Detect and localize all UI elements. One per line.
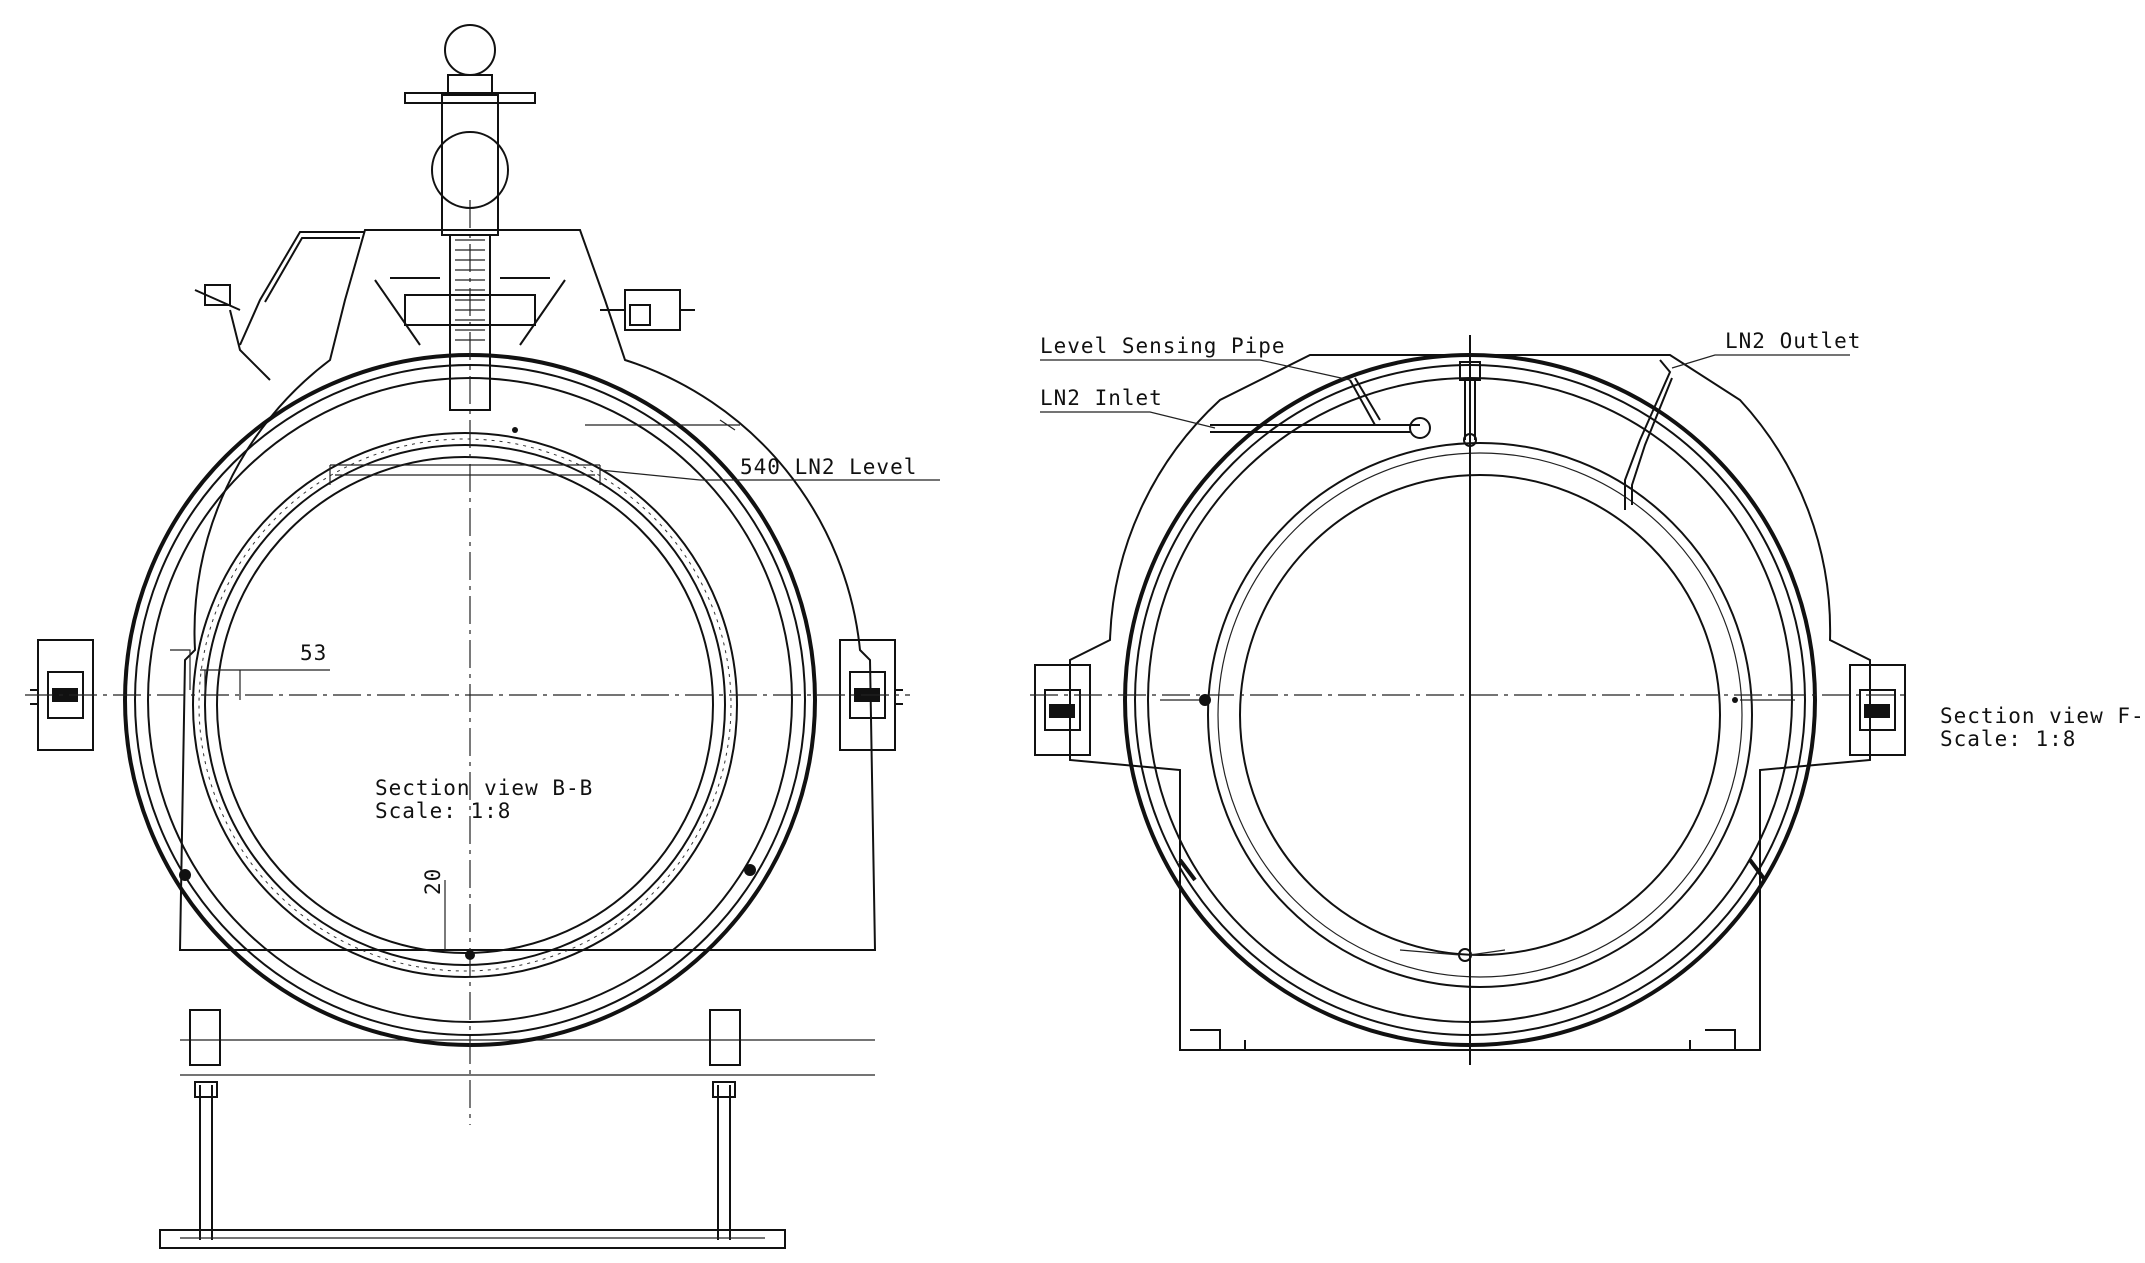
right-view-left-lug [1034,664,1091,756]
f-left-fitting [1199,694,1211,706]
right-view-scale: Scale: 1:8 [1940,727,2076,751]
left-fittings [170,419,756,960]
inlet-label: LN2 Inlet [1040,386,1163,410]
f-bolt-right [1748,858,1767,882]
dimension-20: 20 [421,868,446,950]
f-right-fitting [1732,697,1738,703]
inlet-fitting [1409,417,1431,439]
right-view-right-lug [1849,664,1906,756]
inlet-leader [1040,411,1216,429]
right-housing-outline [1069,354,1871,1051]
housing-outline [178,229,877,951]
left-view-scale: Scale: 1:8 [375,799,511,823]
ln2-outlet-pipe [1624,359,1673,510]
inner-vessel-1 [192,432,738,978]
f-bolt-left [1178,858,1197,882]
right-foot [709,1009,741,1066]
right-gauge [600,289,695,331]
dimension-53: 53 [200,641,330,700]
inner-vessel-2 [204,444,726,966]
outer-ring-2 [134,364,806,1036]
inner-vessel-hatch [198,438,732,972]
f-base-feet [1190,1029,1736,1050]
top-neck [374,24,566,411]
ln2-inlet-pipe [1210,424,1410,433]
top-vent-end [1463,433,1477,447]
level-pipe-label: Level Sensing Pipe [1040,334,1286,358]
f-bottom-tube [1399,949,1506,956]
section-view-b-b: 53 20 540 LN2 Level Section view B-B Sca… [25,24,940,1249]
f-inner-vessel-2 [1217,452,1743,978]
ln2-level-line [329,464,601,485]
bore [216,456,714,954]
top-vent [1459,361,1481,381]
level-pipe-leader [1040,359,1351,381]
level-callout: 540 LN2 Level [599,455,940,481]
top-vent-stem [1464,380,1476,440]
f-inner-vessel-1 [1207,442,1753,988]
right-view-title: Section view F-F [1940,704,2145,728]
left-view-title: Section view B-B [375,776,593,800]
dimension-53-label: 53 [300,641,327,665]
outlet-leader [1671,354,1850,369]
ln2-level-label: 540 LN2 Level [740,455,917,479]
left-valve [194,231,365,381]
dimension-20-label: 20 [421,868,445,895]
outlet-label: LN2 Outlet [1725,329,1861,353]
housing-inner-outline [180,1039,875,1076]
support-legs [159,1081,786,1249]
left-foot [189,1009,221,1066]
f-bore [1239,474,1721,956]
level-sensing-pipe [1349,377,1420,426]
section-view-f-f: Level Sensing Pipe LN2 Inlet LN2 Outlet … [1030,329,2145,1065]
